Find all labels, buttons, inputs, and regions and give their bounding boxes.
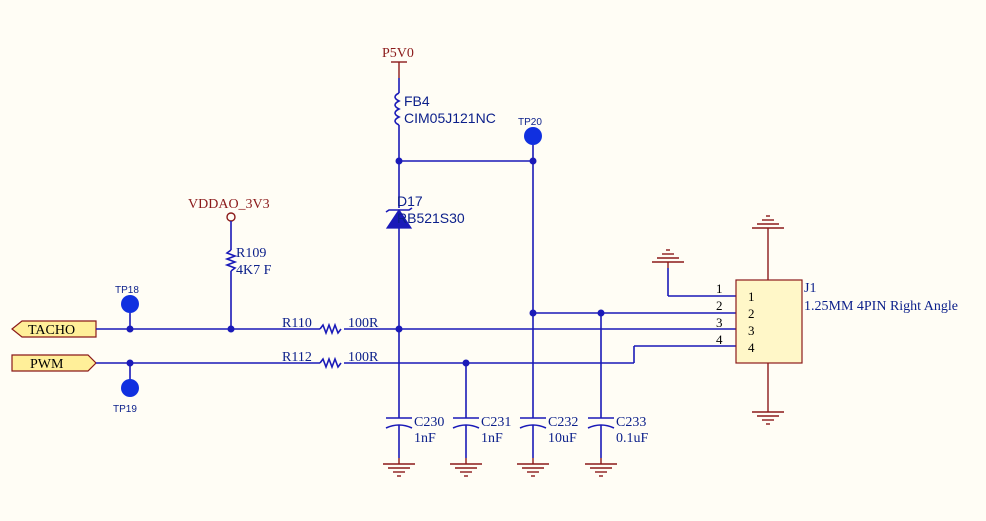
d17-value: RB521S30 (397, 210, 465, 226)
r112-resistor-symbol (319, 356, 342, 370)
tp20-testpoint (524, 127, 542, 145)
p5v0-power-symbol: P5V0 (382, 46, 414, 78)
c233-ref: C233 (616, 415, 646, 430)
fb4-inductor-symbol (394, 92, 401, 126)
r109-ref: R109 (236, 246, 266, 261)
j1-pin-number: 1 (716, 281, 723, 296)
vddao-power-symbol: VDDAO_3V3 (188, 197, 270, 222)
ground-symbol (450, 458, 482, 477)
fb4-ref: FB4 (404, 93, 430, 109)
c231-capacitor (452, 417, 480, 458)
r109-resistor-symbol (224, 249, 238, 272)
j1-pin-number: 4 (716, 332, 723, 347)
pwm-port-label: PWM (30, 357, 64, 372)
tp18-testpoint (121, 295, 139, 313)
tp19-testpoint (121, 379, 139, 397)
c232-ref: C232 (548, 415, 578, 430)
r110-value: 100R (348, 316, 379, 331)
ground-symbol (752, 411, 784, 425)
r112-value: 100R (348, 350, 379, 365)
pwm-port: PWM (11, 354, 97, 372)
c233-value: 0.1uF (616, 431, 649, 446)
d17-ref: D17 (397, 193, 423, 209)
c230-capacitor (385, 417, 413, 458)
junction-dot (227, 325, 235, 333)
j1-pin-name: 1 (748, 289, 755, 304)
c231-ref: C231 (481, 415, 511, 430)
p5v0-label: P5V0 (382, 46, 414, 61)
tp18-label: TP18 (115, 285, 139, 296)
ground-symbol (517, 458, 549, 477)
c232-value: 10uF (548, 431, 577, 446)
ground-symbol (652, 249, 684, 268)
j1-value: 1.25MM 4PIN Right Angle (804, 299, 958, 314)
j1-pin-name: 2 (748, 306, 755, 321)
c230-ref: C230 (414, 415, 444, 430)
tacho-port: TACHO (11, 320, 97, 338)
ground-symbol (383, 458, 415, 477)
r110-ref: R110 (282, 316, 312, 331)
c232-capacitor (519, 417, 547, 458)
c231-value: 1nF (481, 431, 503, 446)
r112-ref: R112 (282, 350, 312, 365)
junction-dot (395, 157, 403, 165)
ground-symbol (752, 215, 784, 229)
j1-pin-name: 3 (748, 323, 755, 338)
j1-connector-body (735, 279, 803, 364)
junction-dot (395, 325, 403, 333)
tp20-label: TP20 (518, 117, 542, 128)
j1-pin-number: 3 (716, 315, 723, 330)
j1-ref: J1 (804, 281, 816, 296)
fb4-value: CIM05J121NC (404, 110, 496, 126)
vddao-label: VDDAO_3V3 (188, 197, 270, 212)
j1-pin-name: 4 (748, 340, 755, 355)
tp19-label: TP19 (113, 404, 137, 415)
ground-symbol (585, 458, 617, 477)
j1-pin-number: 2 (716, 298, 723, 313)
r109-value: 4K7 F (236, 263, 272, 278)
c230-value: 1nF (414, 431, 436, 446)
c233-capacitor (587, 417, 615, 458)
r110-resistor-symbol (319, 322, 342, 336)
tacho-port-label: TACHO (28, 323, 75, 338)
